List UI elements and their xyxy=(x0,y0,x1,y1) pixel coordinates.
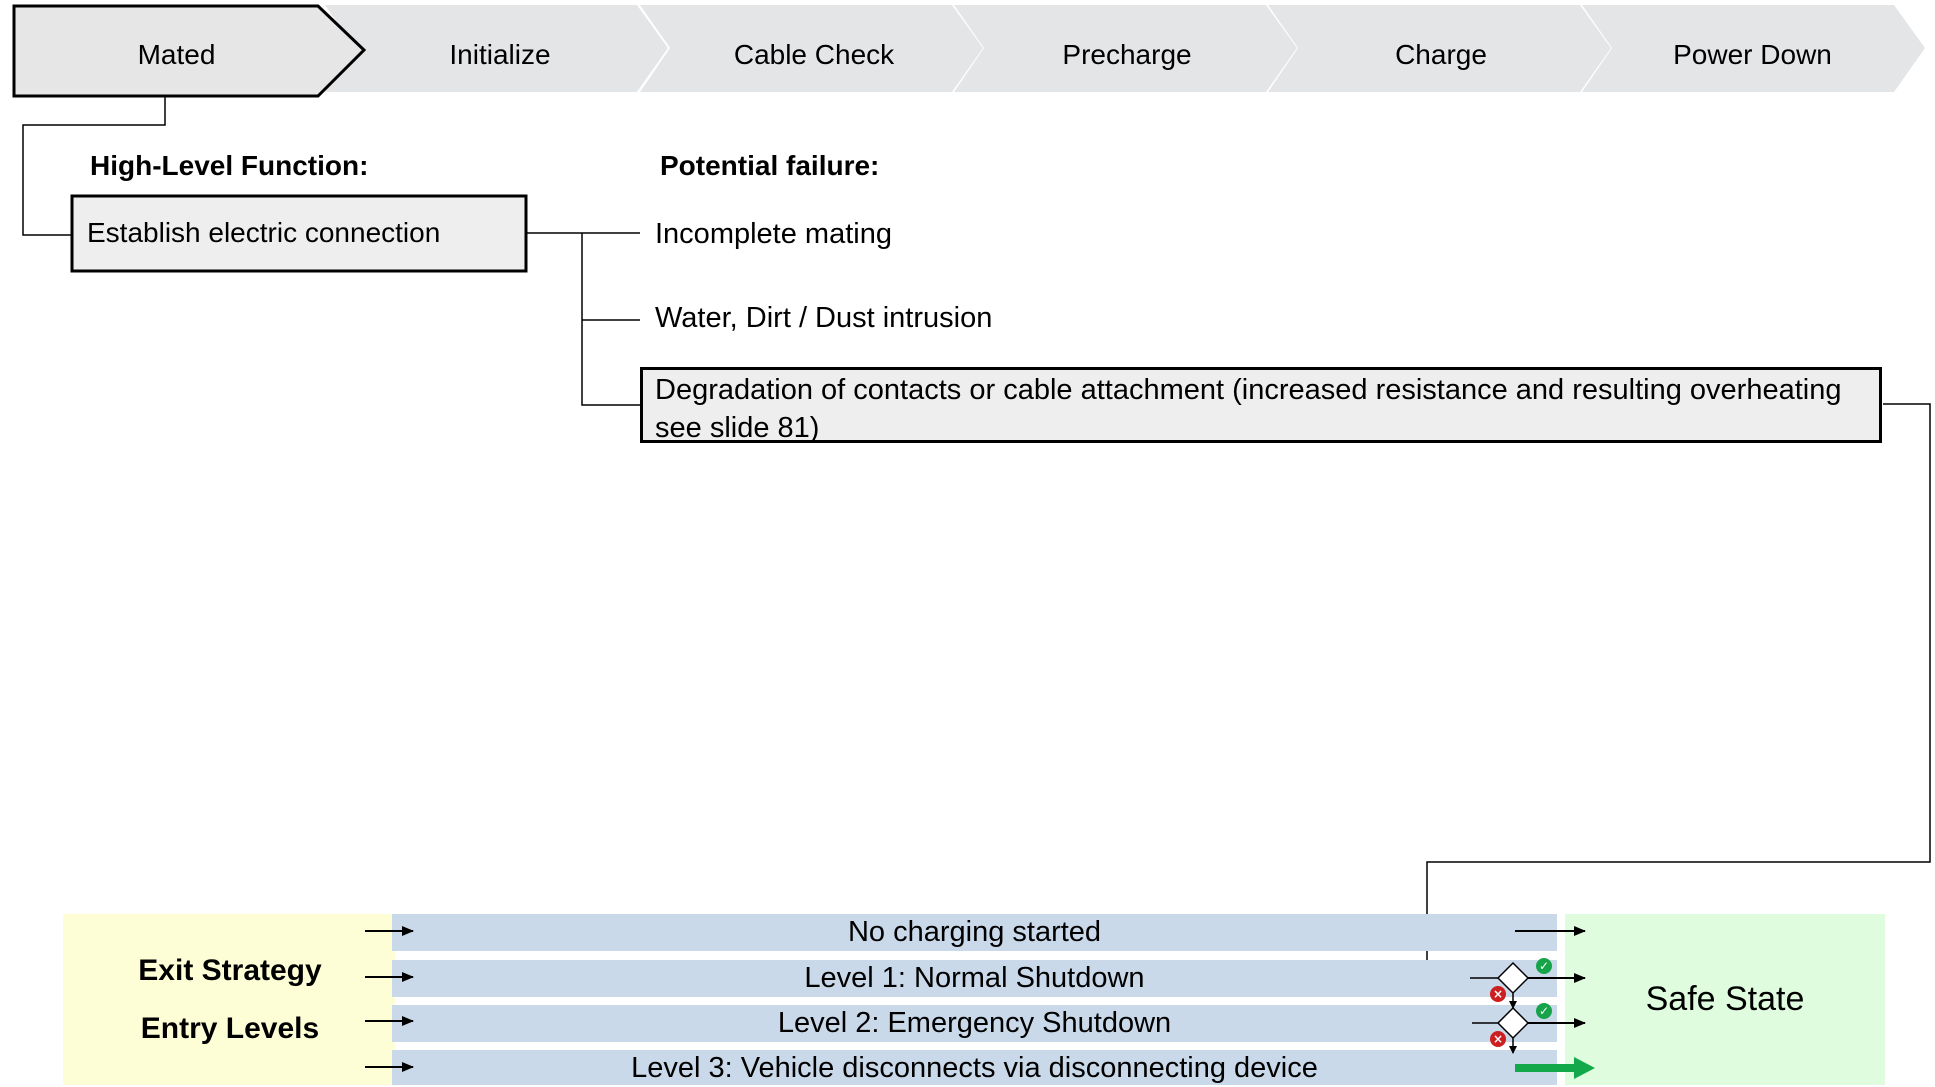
level-2-emergency-shutdown: Level 2: Emergency Shutdown xyxy=(777,1007,1172,1039)
cross-icon: × xyxy=(1490,1031,1506,1047)
safe-state-label: Safe State xyxy=(1645,980,1805,1018)
step-label-charge: Charge xyxy=(1395,39,1487,70)
step-chevron-2 xyxy=(325,5,668,92)
connector-failure-to-level1 xyxy=(1426,403,1931,979)
level-band-bg-1 xyxy=(392,960,1557,997)
step-chevron-1-active xyxy=(12,4,367,98)
step-label-mated: Mated xyxy=(137,39,216,70)
connector-function-to-failures xyxy=(527,232,640,406)
check-icon: ✓ xyxy=(1536,1003,1552,1019)
failure-item-water-dirt-dust: Water, Dirt / Dust intrusion xyxy=(655,302,993,334)
step-chevron-4 xyxy=(954,5,1297,92)
step-label-cable-check: Cable Check xyxy=(733,39,895,70)
level-1-normal-shutdown: Level 1: Normal Shutdown xyxy=(804,962,1145,994)
level-no-charging-started: No charging started xyxy=(847,916,1102,948)
level-band-bg-2 xyxy=(392,1005,1557,1042)
function-box xyxy=(70,194,528,273)
level-band-bg-0 xyxy=(392,914,1557,951)
step-chevron-5 xyxy=(1268,5,1611,92)
connector-step-to-function xyxy=(22,97,166,236)
step-chevron-6 xyxy=(1582,5,1925,92)
function-heading: High-Level Function: xyxy=(90,150,369,181)
failure-heading: Potential failure: xyxy=(660,150,880,181)
step-label-initialize: Initialize xyxy=(449,39,551,70)
level-band-bg-3 xyxy=(392,1050,1557,1085)
failure-item-contact-degradation: Degradation of contacts or cable attachm… xyxy=(640,367,1882,444)
entry-levels-subtitle: Entry Levels xyxy=(140,1012,320,1045)
level-3-vehicle-disconnects: Level 3: Vehicle disconnects via disconn… xyxy=(631,1052,1318,1084)
exit-strategy-panel xyxy=(63,914,395,1085)
step-chevron-3 xyxy=(640,5,983,92)
function-name: Establish electric connection xyxy=(87,217,441,248)
cross-icon: × xyxy=(1490,986,1506,1002)
step-label-power-down: Power Down xyxy=(1673,39,1832,70)
highlight-arrow-icon xyxy=(1515,1057,1595,1079)
exit-strategy-title: Exit Strategy xyxy=(138,954,322,987)
step-label-precharge: Precharge xyxy=(1062,39,1192,70)
failure-item-incomplete-mating: Incomplete mating xyxy=(655,218,892,250)
safe-state-panel xyxy=(1565,914,1885,1085)
check-icon: ✓ xyxy=(1536,958,1552,974)
